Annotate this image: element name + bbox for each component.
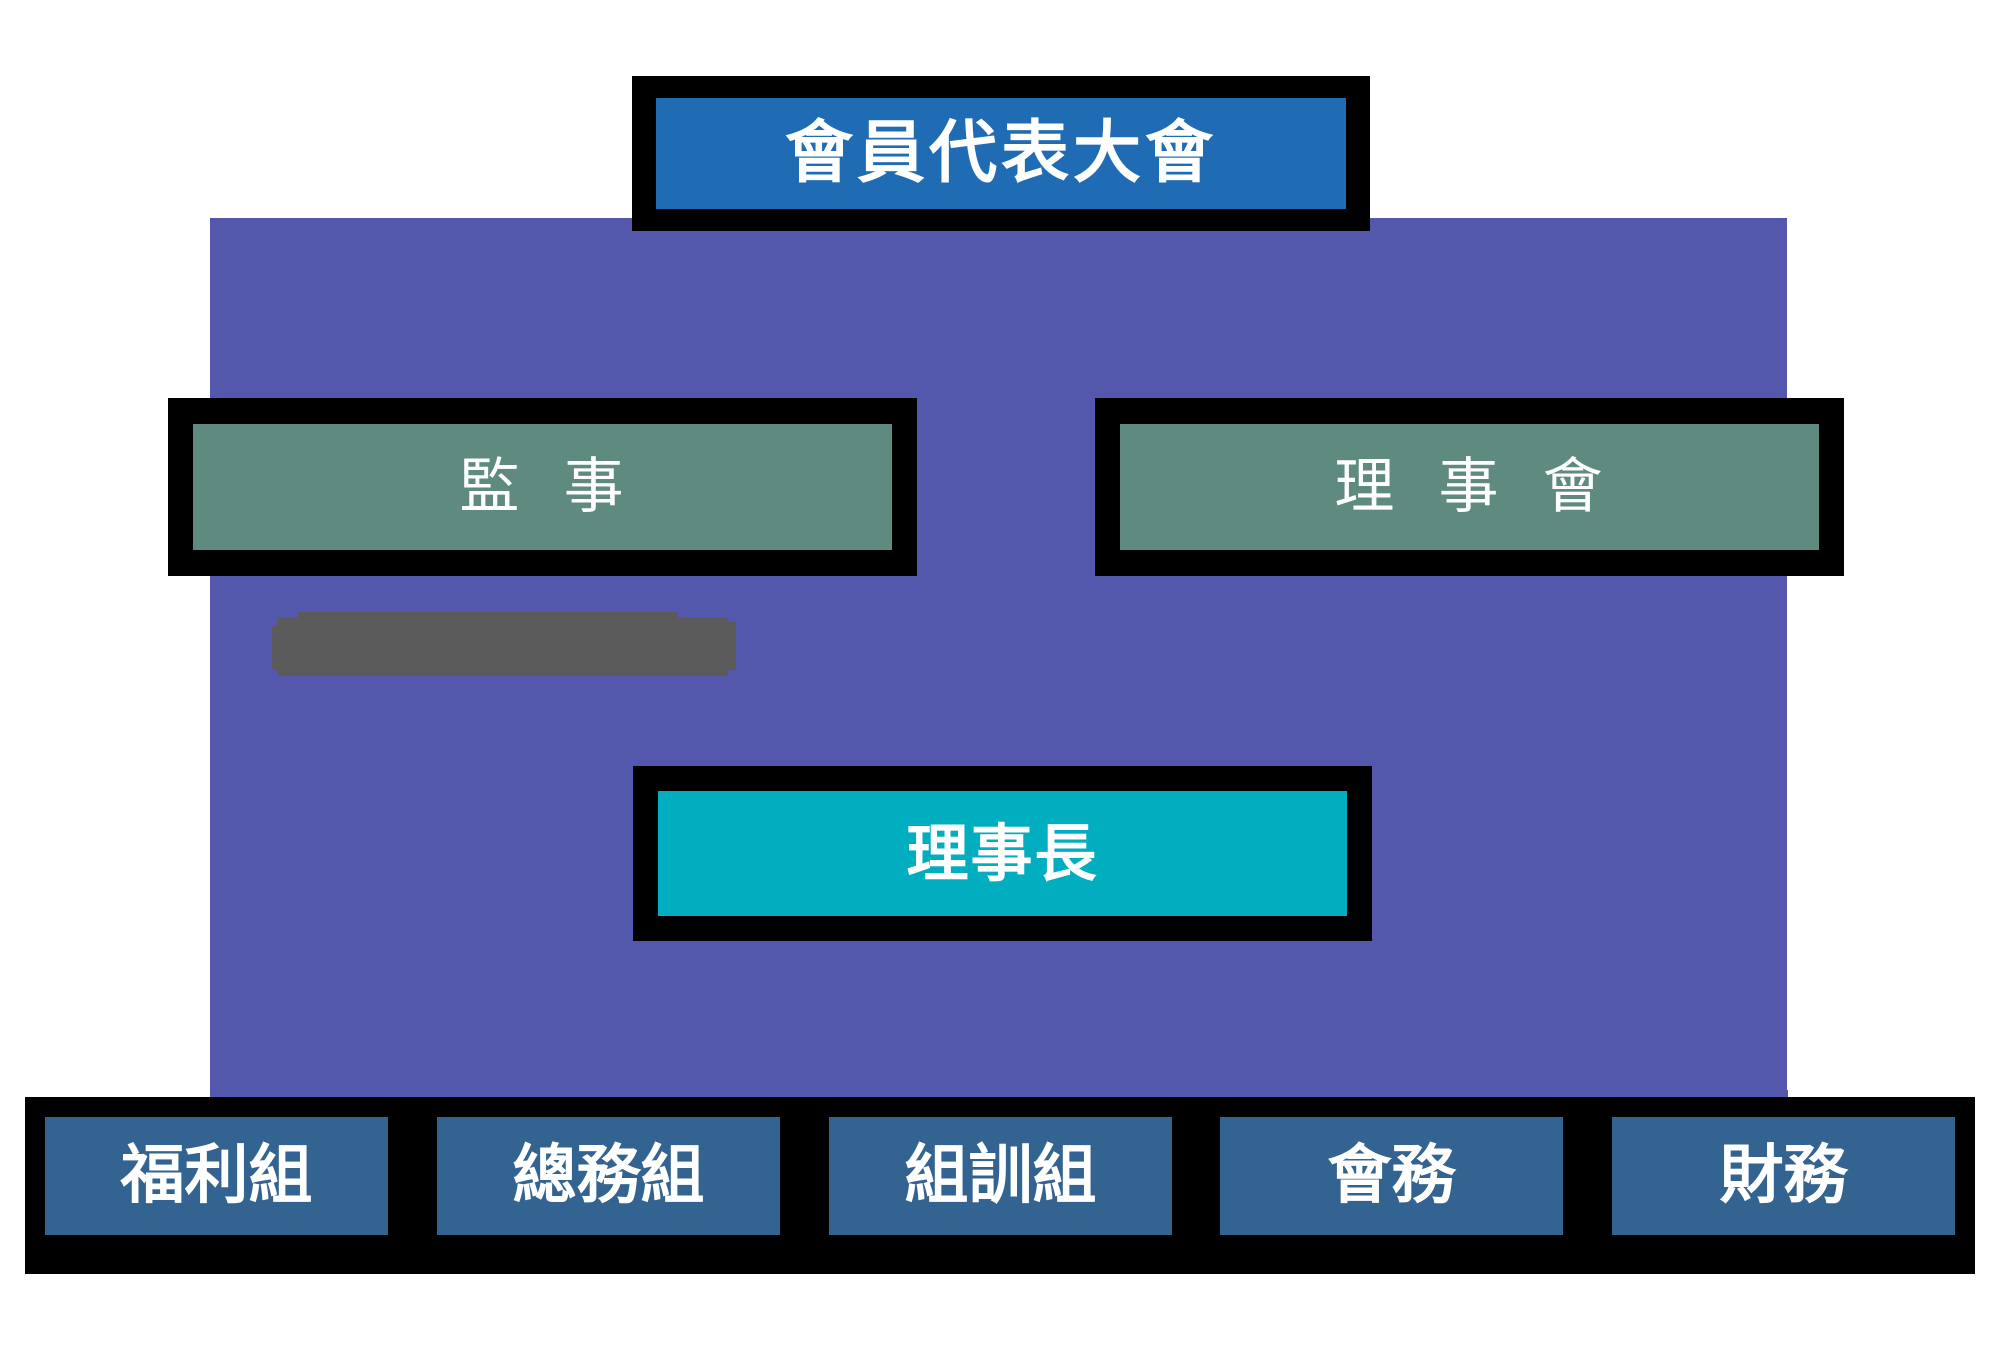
connector-assembly-to-supervisor <box>493 218 502 443</box>
connector-board-to-chairman <box>996 420 1005 820</box>
redaction-nib-left <box>272 626 284 670</box>
department-box-3[interactable]: 組訓組 <box>829 1117 1172 1235</box>
node-chairman-label: 理事長 <box>658 791 1347 916</box>
connector-chairman-to-departments <box>996 900 1005 1100</box>
department-box-1[interactable]: 福利組 <box>45 1117 388 1235</box>
department-box-4[interactable]: 會務 <box>1220 1117 1563 1235</box>
redaction-bar <box>272 612 736 676</box>
redaction-nib-top <box>298 612 678 624</box>
redaction-nib-right <box>722 622 736 670</box>
department-box-2[interactable]: 總務組 <box>437 1117 780 1235</box>
node-board-of-directors-label: 理 事 會 <box>1120 424 1819 550</box>
department-box-5[interactable]: 財務 <box>1612 1117 1955 1235</box>
node-member-assembly[interactable]: 會員代表大會 <box>632 76 1370 231</box>
node-supervisor-label: 監 事 <box>193 424 892 550</box>
node-chairman[interactable]: 理事長 <box>633 766 1372 941</box>
node-supervisor[interactable]: 監 事 <box>168 398 917 576</box>
node-board-of-directors[interactable]: 理 事 會 <box>1095 398 1844 576</box>
connector-assembly-to-board <box>996 218 1005 443</box>
node-member-assembly-label: 會員代表大會 <box>656 98 1346 209</box>
